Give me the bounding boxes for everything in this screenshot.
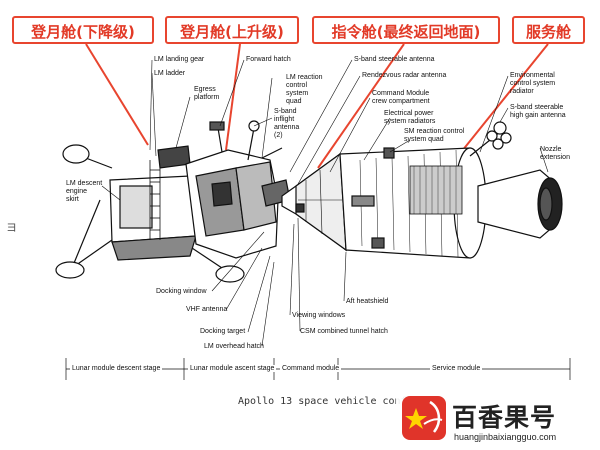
label-nozzle-extension: Nozzle extension [540,146,570,161]
label-lm-ascent-stage-extent: Lunar module ascent stage [188,365,277,372]
watermark-name: 百香果号 [452,403,557,432]
label-lm-ladder: LM ladder [154,70,186,77]
label-sband-steerable-antenna: S-band steerable antenna [354,56,435,63]
label-aft-heatshield: Aft heatshield [346,298,389,305]
lm-ascent-stage-drawing [185,120,291,259]
label-lm-landing-gear: LM landing gear [154,56,205,63]
label-service-module-extent: Service module [430,365,483,372]
callout-command-module: 指令舱(最终返回地面) [312,16,500,44]
label-forward-hatch: Forward hatch [246,56,291,63]
label-docking-window: Docking window [156,288,207,295]
watermark: 百香果号 huangjinbaixiangguo.com [396,390,592,446]
label-lm-reaction-control-quad: LM reaction control system quad [286,74,323,105]
label-lm-descent-stage-extent: Lunar module descent stage [70,365,163,372]
label-csm-tunnel-hatch: CSM combined tunnel hatch [300,328,388,335]
callout-service-module: 服务舱 [512,16,585,44]
label-lm-overhead-hatch: LM overhead hatch [204,343,264,350]
service-module-drawing [339,121,563,259]
watermark-logo-icon [402,396,446,440]
label-environmental-control-radiator: Environmental control system radiator [510,72,556,95]
command-module-drawing [281,152,347,252]
label-viewing-windows: Viewing windows [292,312,346,319]
watermark-url: huangjinbaixiangguo.com [454,432,557,442]
leader-lines [101,59,549,347]
label-vhf-antenna: VHF antenna [186,306,228,313]
label-electrical-power-radiators: Electrical power system radiators [384,110,436,125]
label-sm-reaction-control-quad: SM reaction control system quad [404,128,465,143]
callout-lm-ascent-stage: 登月舱(上升级) [165,16,299,44]
figure-caption: Apollo 13 space vehicle configu [238,396,425,407]
label-cm-crew-compartment: Command Module crew compartment [372,90,430,105]
label-docking-target: Docking target [200,328,246,335]
label-lm-descent-engine-skirt: LM descent engine skirt [66,180,103,203]
lm-descent-stage-drawing [55,144,245,283]
label-sband-inflight-antenna: S-band inflight antenna (2) [274,108,300,139]
callout-pointers [85,43,549,169]
label-sband-high-gain-antenna: S-band steerable high gain antenna [510,104,566,119]
label-command-module-extent: Command module [280,365,342,372]
callout-lm-descent-stage: 登月舱(下降级) [12,16,154,44]
label-egress-platform: Egress platform [194,86,220,101]
side-mark: ヨ [6,221,17,234]
label-rendezvous-radar-antenna: Rendezvous radar antenna [362,72,447,79]
